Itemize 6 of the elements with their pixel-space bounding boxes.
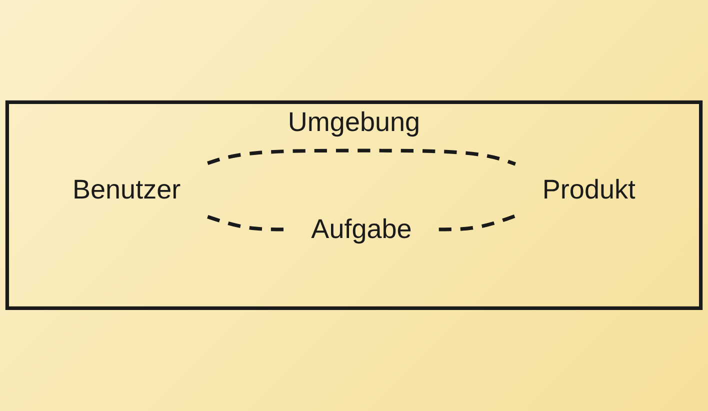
node-text: Produkt: [542, 175, 636, 206]
node-text: Benutzer: [72, 175, 181, 206]
connector: [207, 149, 516, 166]
connector: [207, 215, 284, 232]
node-text: Aufgabe: [311, 214, 412, 245]
connector: [438, 214, 516, 232]
